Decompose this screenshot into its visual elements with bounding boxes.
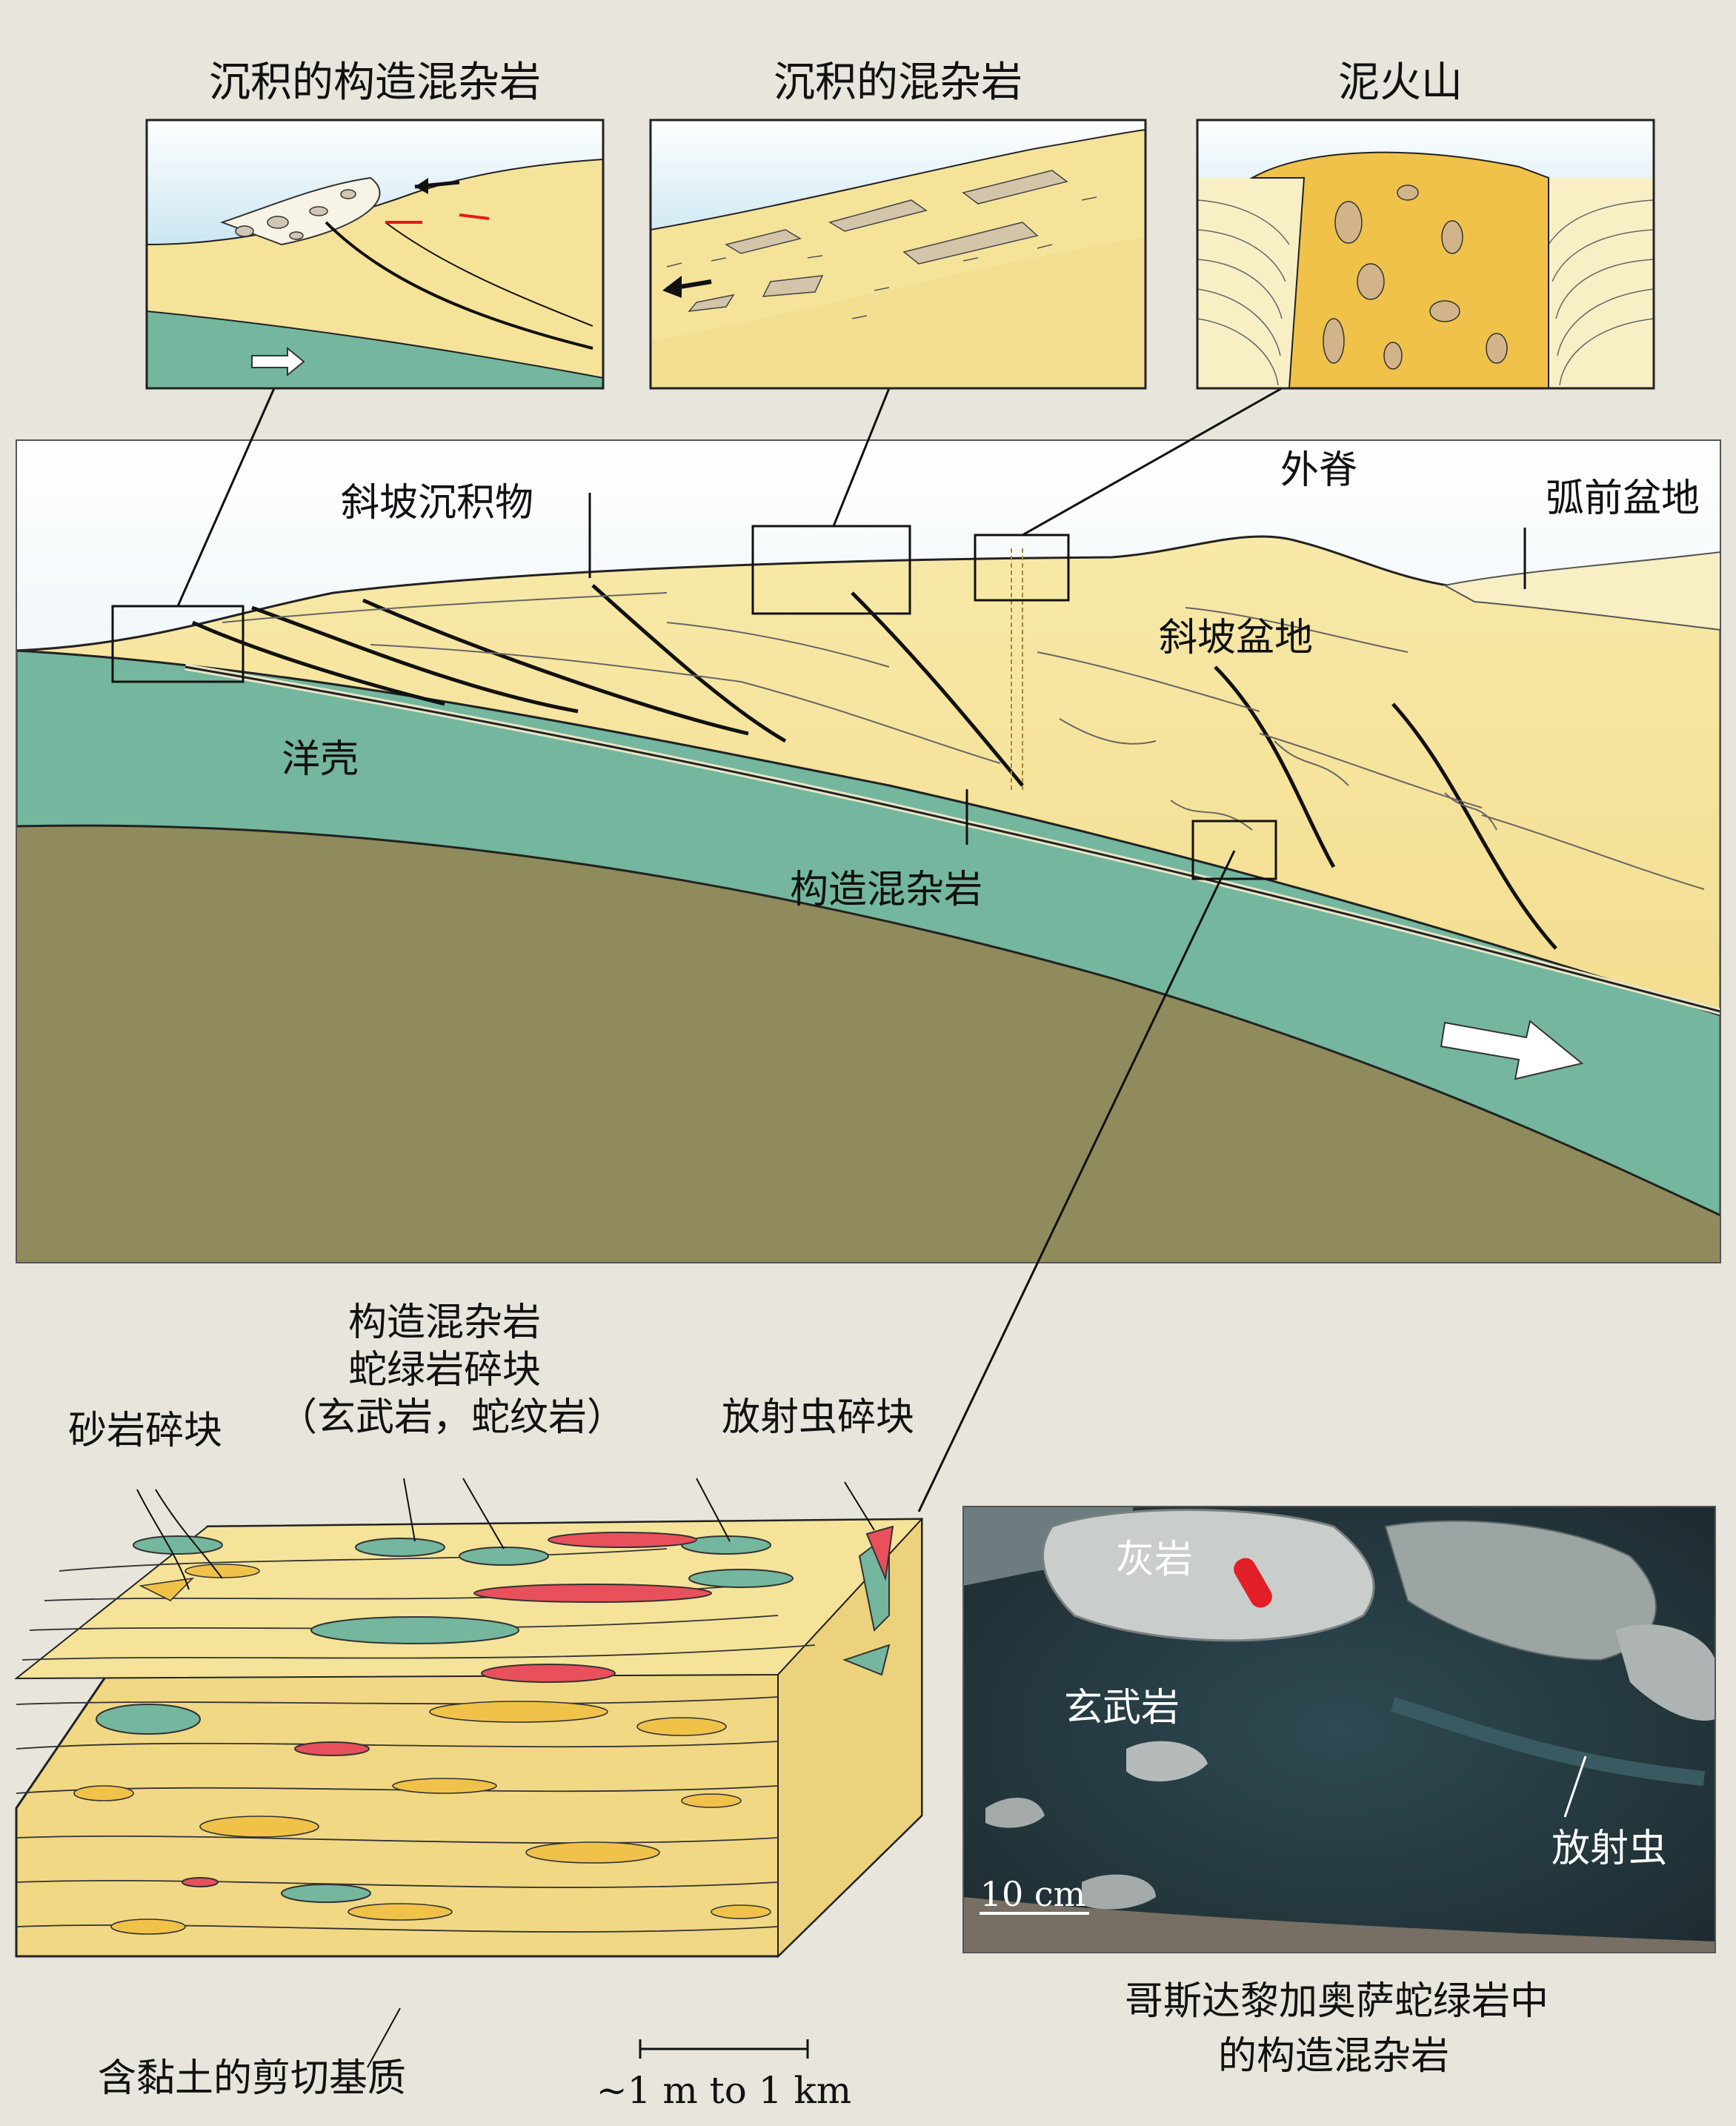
ophiolite-block bbox=[133, 1535, 223, 1555]
thrust-faults bbox=[191, 584, 1557, 950]
photo-scale-label: 10 cm bbox=[980, 1874, 1086, 1914]
label-sandstone-blocks: 砂岩碎块 bbox=[68, 1409, 222, 1453]
leader-lines bbox=[176, 387, 1526, 1512]
radiolarian-block bbox=[182, 1877, 219, 1887]
scale-bar-label: ~1 m to 1 km bbox=[596, 2069, 851, 2112]
inset-tectonic-sedimentary-melange: 沉积的构造混杂岩 bbox=[145, 59, 605, 390]
label-ophiolite-blocks: 蛇绿岩碎块 bbox=[348, 1348, 541, 1392]
block-diagram: 构造混杂岩 蛇绿岩碎块 （玄武岩，蛇纹岩） 砂岩碎块 放射虫碎块 含黏土的剪切基… bbox=[14, 1300, 924, 2112]
red-pocket-knife bbox=[1234, 1558, 1272, 1608]
photo-label-basalt: 玄武岩 bbox=[1064, 1686, 1180, 1730]
forearc-basin-fill bbox=[1443, 551, 1720, 631]
photo-caption-line1: 哥斯达黎加奥萨蛇绿岩中 bbox=[1125, 1979, 1549, 2024]
inset-mud-volcano: 泥火山 bbox=[1196, 59, 1655, 390]
inset-title-sedimentary-melange: 沉积的混杂岩 bbox=[774, 59, 1022, 107]
ophiolite-block bbox=[355, 1538, 445, 1557]
label-slope-basin: 斜坡盆地 bbox=[1159, 616, 1313, 660]
label-sheared-matrix: 含黏土的剪切基质 bbox=[98, 2056, 406, 2101]
inset-sedimentary-melange: 沉积的混杂岩 bbox=[649, 59, 1147, 390]
inset-title-tectonic-sedimentary-melange: 沉积的构造混杂岩 bbox=[209, 59, 541, 107]
label-outer-ridge: 外脊 bbox=[1280, 448, 1357, 493]
zoom-box-mud-volcano bbox=[974, 534, 1070, 602]
inset-motion-arrow-icon bbox=[251, 346, 305, 377]
radiolarian-block bbox=[294, 1741, 370, 1756]
ophiolite-block bbox=[459, 1547, 549, 1566]
bedding-lines bbox=[222, 592, 1705, 890]
zoom-box-melange bbox=[1191, 820, 1277, 880]
plate-motion-arrow-icon bbox=[1440, 1020, 1584, 1080]
cross-section bbox=[16, 440, 1720, 1263]
photo-label-limestone: 灰岩 bbox=[1116, 1538, 1193, 1582]
radiolarian-block bbox=[473, 1584, 712, 1603]
ophiolite-block bbox=[688, 1569, 794, 1588]
photo-caption-line2: 的构造混杂岩 bbox=[1218, 2034, 1449, 2079]
zoom-box-slope bbox=[751, 525, 911, 615]
block-title: 构造混杂岩 bbox=[348, 1300, 541, 1345]
limestone-block bbox=[1042, 1509, 1375, 1642]
radiolarian-block bbox=[481, 1664, 616, 1683]
mantle bbox=[16, 826, 1720, 1263]
oceanic-crust bbox=[16, 649, 1720, 1217]
ophiolite-block bbox=[281, 1884, 371, 1903]
photo-label-radiolarite: 放射虫 bbox=[1552, 1827, 1667, 1871]
ophiolite-block bbox=[96, 1704, 201, 1735]
label-slope-sediments: 斜坡沉积物 bbox=[341, 481, 533, 525]
label-oceanic-crust: 洋壳 bbox=[282, 737, 359, 782]
inset-title-mud-volcano: 泥火山 bbox=[1338, 59, 1463, 107]
mud-volcano-conduit bbox=[1011, 548, 1023, 793]
radiolarian-block bbox=[548, 1532, 697, 1548]
ophiolite-block bbox=[310, 1616, 519, 1644]
label-forearc-basin: 弧前盆地 bbox=[1546, 476, 1700, 521]
label-tectonic-melange: 构造混杂岩 bbox=[790, 868, 982, 912]
label-ophiolite-detail: （玄武岩，蛇纹岩） bbox=[279, 1395, 625, 1440]
outcrop-photo: 灰岩 玄武岩 放射虫 10 cm 哥斯达黎加奥萨蛇绿岩中 的构造混杂岩 bbox=[962, 1506, 1716, 2079]
label-radiolarian-blocks: 放射虫碎块 bbox=[722, 1395, 914, 1440]
scale-bar: ~1 m to 1 km bbox=[596, 2039, 851, 2112]
